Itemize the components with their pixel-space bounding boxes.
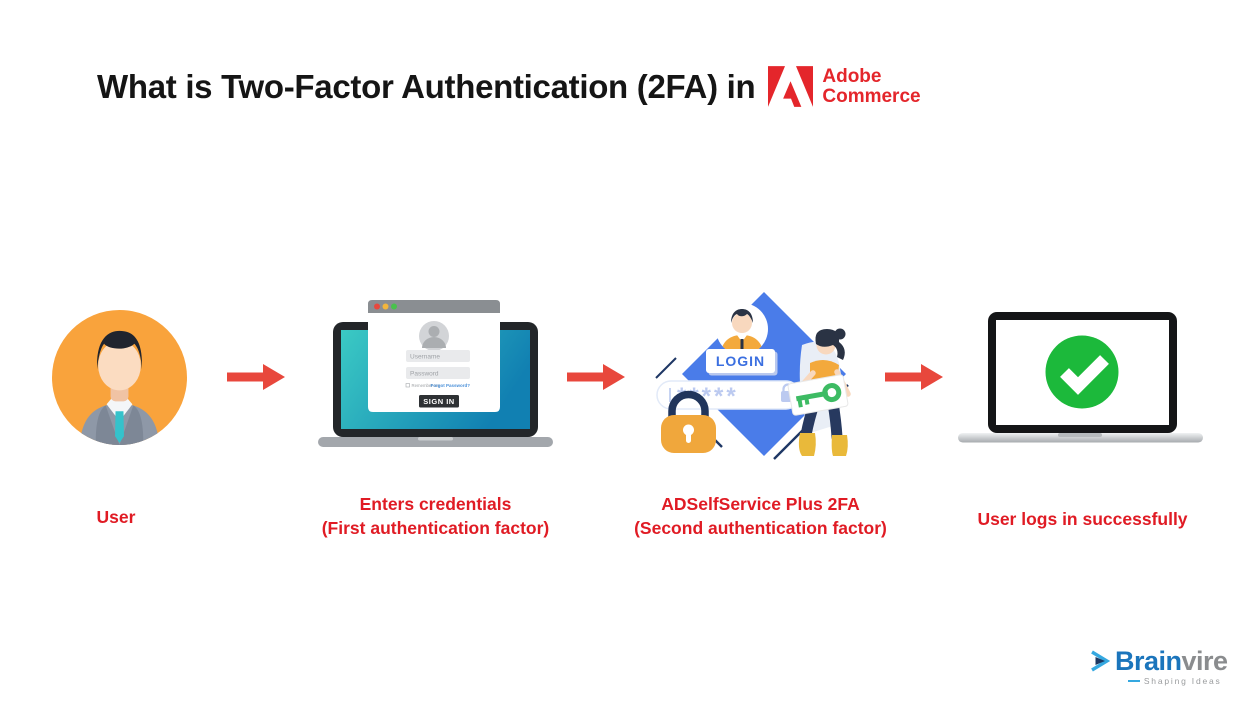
caption-line: (First authentication factor) [321, 518, 550, 538]
user-avatar-illustration [52, 310, 187, 445]
step-caption-2fa: ADSelfService Plus 2FA (Second authentic… [598, 492, 923, 540]
laptop-base [318, 437, 553, 447]
flow-arrow-icon [227, 364, 285, 390]
brainvire-logo: Brainvire Shaping Ideas [1090, 647, 1228, 686]
flow-arrow-icon [885, 364, 943, 390]
laptop-base-notch [1058, 433, 1102, 437]
login-badge [706, 349, 775, 373]
forgot-password-link: Forgot Password? [430, 383, 470, 388]
caption-line: User [96, 507, 136, 527]
padlock-icon [661, 390, 716, 453]
remember-me-label: Remember me [412, 383, 441, 388]
window-control-dots [374, 303, 397, 310]
username-placeholder: Username [410, 354, 440, 361]
step-caption-credentials: Enters credentials (First authentication… [283, 492, 588, 540]
browser-window: Username Password Remember me Forgot Pas… [368, 300, 500, 412]
adobe-logo-icon [768, 66, 814, 107]
caption-line: User logs in successfully [977, 509, 1188, 529]
caption-line: ADSelfService Plus 2FA [661, 494, 860, 514]
browser-titlebar [368, 300, 500, 313]
brainvire-wordmark: Brainvire [1115, 647, 1228, 675]
login-badge-label: LOGIN [716, 353, 765, 369]
check-icon [1045, 335, 1119, 409]
laptop-base [958, 433, 1203, 443]
sign-in-button [419, 395, 459, 408]
laptop-base-notch [418, 437, 453, 441]
twofa-illustration: LOGIN ***** [655, 292, 851, 460]
remember-me-checkbox [405, 383, 410, 388]
page-title: What is Two-Factor Authentication (2FA) … [97, 67, 756, 105]
header: What is Two-Factor Authentication (2FA) … [97, 66, 921, 107]
key-card [787, 374, 849, 416]
password-placeholder: Password [410, 371, 439, 378]
avatar-icon [79, 330, 160, 445]
brand-tagline: Shaping Ideas [1090, 676, 1228, 686]
profile-avatar-icon [419, 321, 449, 351]
tagline-dash [1127, 680, 1140, 682]
username-field [406, 350, 470, 362]
adobe-wordmark: Adobe Commerce [822, 65, 921, 107]
adobe-wordmark-line2: Commerce [822, 85, 921, 107]
success-laptop-illustration [958, 312, 1203, 443]
pencil-line [655, 357, 677, 379]
step-caption-success: User logs in successfully [935, 507, 1230, 531]
flow-arrow-icon [567, 364, 625, 390]
login-laptop-illustration: Username Password Remember me Forgot Pas… [318, 300, 553, 447]
woman-with-key-figure [787, 328, 851, 456]
password-field [406, 367, 470, 379]
brand-word-blue: Brain [1115, 646, 1182, 676]
login-card [368, 313, 500, 412]
brainvire-chevron-icon [1091, 650, 1110, 672]
key-icon [795, 383, 842, 408]
sign-in-label: SIGN IN [423, 397, 454, 406]
tagline-text: Shaping Ideas [1143, 676, 1222, 686]
caption-line: Enters credentials [359, 494, 512, 514]
step-caption-user: User [46, 505, 186, 529]
caption-line: (Second authentication factor) [634, 518, 887, 538]
brand-word-gray: vire [1181, 646, 1229, 676]
adobe-commerce-logo: Adobe Commerce [768, 65, 921, 107]
adobe-wordmark-line1: Adobe [822, 65, 882, 87]
